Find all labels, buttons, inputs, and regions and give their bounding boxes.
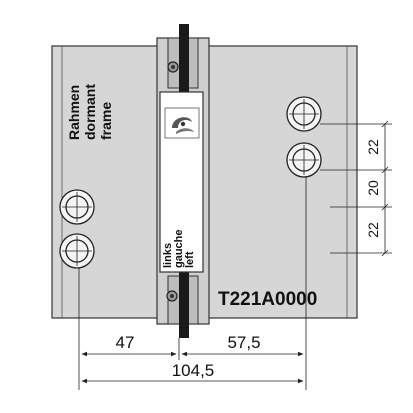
- knuckle-pin-top: [167, 61, 179, 73]
- knuckle-pin-bottom: [166, 290, 178, 302]
- right-hole-lower: [286, 142, 322, 178]
- dimension-total-width: 104,5: [172, 361, 215, 380]
- frame-label: Rahmen dormant frame: [66, 84, 114, 140]
- frame-label-line-1: Rahmen: [66, 85, 82, 140]
- left-hole-lower: [59, 233, 95, 269]
- left-hole-upper: [59, 189, 95, 225]
- side-label: links gauche left: [162, 229, 196, 268]
- vertical-dimension-chain: [320, 120, 392, 257]
- side-label-line-1: links: [162, 243, 174, 268]
- dimension-top-spacing: 22: [365, 139, 381, 155]
- dimension-left-offset: 47: [116, 333, 135, 352]
- dimension-bottom-spacing: 22: [365, 222, 381, 238]
- dimension-right-offset: 57,5: [227, 333, 260, 352]
- left-plate: [51, 45, 161, 319]
- hinge-brand-logo-icon: [164, 107, 200, 139]
- side-label-line-2: gauche: [173, 229, 185, 268]
- part-number: T221A0000: [218, 289, 317, 310]
- right-plate: [204, 45, 358, 319]
- side-label-line-3: left: [184, 251, 196, 268]
- frame-label-line-3: frame: [98, 102, 114, 140]
- dimension-middle-spacing: 20: [365, 180, 381, 196]
- frame-label-line-2: dormant: [82, 84, 98, 140]
- right-hole-upper: [286, 96, 322, 132]
- horizontal-dimension-lines: [78, 176, 307, 390]
